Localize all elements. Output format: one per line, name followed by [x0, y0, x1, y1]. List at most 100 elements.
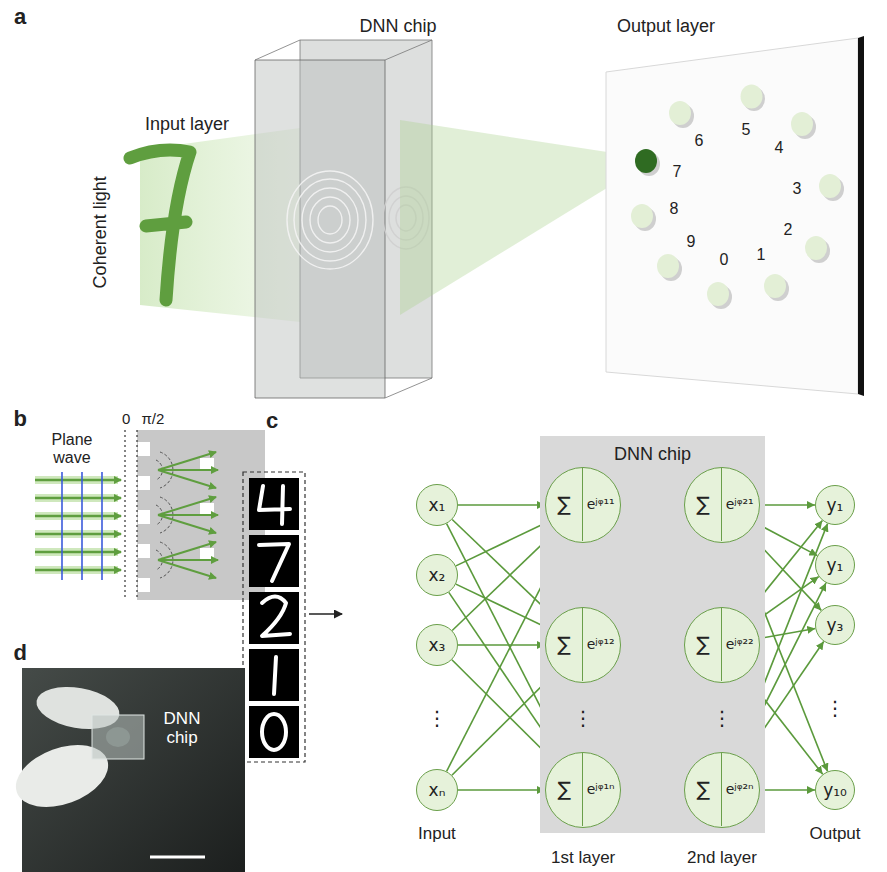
input-set-frame: [243, 472, 305, 762]
weight-connector: [458, 789, 545, 791]
text-label: DNN chip: [158, 709, 206, 748]
diffracted-rays: [158, 452, 218, 578]
phase-factor: eʲᵠ²¹: [726, 496, 754, 512]
band-title: DNN chip: [540, 436, 765, 465]
io-label: y₁₀: [823, 781, 847, 800]
weight-connector: [760, 789, 815, 791]
weight-connector: [760, 629, 816, 639]
neuron-node: ∑ eʲᵠ¹²: [545, 607, 621, 683]
io-label: y₁: [827, 556, 844, 575]
chip-band: DNN chip ∑ eʲᵠ¹¹ ∑ eʲᵠ¹² ∑ eʲᵠ¹ⁿ ∑ eʲᵠ²¹ ∑ eʲᵠ²² ∑ e…: [540, 436, 765, 833]
text-label: Plane wave: [42, 431, 102, 468]
plate-edge: [858, 36, 864, 396]
text-label: 8: [670, 200, 679, 218]
phase-term: eʲᵠ²ⁿ: [726, 781, 754, 797]
text-label: 4: [775, 139, 784, 157]
text-label: 0: [122, 410, 130, 427]
phase-term: eʲᵠ¹¹: [587, 496, 615, 512]
neuron-node: ∑ eʲᵠ¹ⁿ: [545, 752, 621, 828]
photo-chip: [92, 715, 144, 759]
output-plate: [606, 38, 858, 394]
neuron-node: ∑ eʲᵠ²¹: [684, 467, 760, 543]
text-label: 7: [673, 163, 682, 181]
neuron-node: ∑ eʲᵠ²ⁿ: [684, 752, 760, 828]
input-digit: [130, 150, 190, 300]
photo-chip-pattern: [106, 727, 130, 747]
weight-connector: [456, 584, 549, 628]
panel-letter: c: [266, 408, 278, 433]
io-node: y₃: [815, 605, 855, 645]
text-label: ⋮: [712, 707, 732, 730]
neuron-node: ∑ eʲᵠ¹¹: [545, 467, 621, 543]
phase-factor: eʲᵠ¹²: [587, 636, 615, 652]
text-label: 5: [742, 121, 751, 139]
sum-symbol: ∑: [696, 492, 709, 516]
io-node: x₃: [416, 624, 458, 666]
chip-front: [255, 60, 385, 398]
text-label: 0: [720, 251, 729, 269]
metasurface: [137, 430, 265, 600]
io-label: x₃: [429, 636, 446, 655]
io-label: y₃: [827, 616, 844, 635]
neuron-divider: [582, 468, 584, 541]
text-label: 9: [687, 233, 696, 251]
io-label: x₁: [429, 496, 446, 515]
weight-connector: [458, 504, 545, 506]
text-label: 2nd layer: [687, 848, 757, 868]
sum-symbol: ∑: [557, 632, 570, 656]
mnist-digits: [259, 486, 290, 750]
text-label: Input layer: [145, 114, 229, 135]
io-label: y₁: [827, 496, 844, 515]
panel-letter: a: [14, 4, 26, 29]
text-label: π/2: [142, 410, 165, 427]
io-node: y₁: [815, 545, 855, 585]
text-label: DNN chip: [360, 16, 437, 37]
weight-connector: [760, 504, 815, 506]
band-label: DNN chip: [540, 444, 765, 465]
text-label: ⋮: [573, 707, 593, 730]
mnist-tiles: [249, 478, 299, 758]
text-label: ⋮: [825, 697, 845, 720]
neuron-divider: [721, 608, 723, 681]
io-node: xₙ: [416, 769, 458, 811]
input-arrow: [309, 613, 342, 615]
weight-connector: [458, 644, 545, 646]
wave-glow: [35, 480, 118, 570]
io-node: y₁: [815, 485, 855, 525]
plane-wave-rays: [35, 480, 121, 570]
sum-symbol: ∑: [557, 492, 570, 516]
phase-term: eʲᵠ²¹: [726, 496, 754, 512]
io-node: y₁₀: [815, 770, 855, 810]
sum-symbol: ∑: [557, 777, 570, 801]
text-label: 3: [793, 180, 802, 198]
detectors: [631, 85, 844, 310]
io-node: x₂: [416, 554, 458, 596]
phase-factor: eʲᵠ²ⁿ: [726, 781, 754, 797]
io-label: xₙ: [429, 781, 446, 800]
phase-factor: eʲᵠ²²: [726, 636, 754, 652]
chip-pattern: [287, 171, 373, 269]
text-label: 1: [757, 246, 766, 264]
text-label: 1st layer: [551, 848, 615, 868]
neuron-divider: [582, 753, 584, 826]
text-label: Input: [418, 824, 456, 844]
text-label: Output: [810, 824, 861, 844]
neuron-divider: [721, 468, 723, 541]
scale-bar: [150, 856, 205, 859]
neuron-node: ∑ eʲᵠ²²: [684, 607, 760, 683]
neuron-divider: [721, 753, 723, 826]
phase-term: eʲᵠ²²: [726, 636, 754, 652]
wavefronts: [62, 472, 102, 580]
text-label: 2: [784, 221, 793, 239]
io-label: x₂: [429, 566, 446, 585]
sum-symbol: ∑: [696, 777, 709, 801]
text-label: Output layer: [617, 16, 715, 37]
io-node: x₁: [416, 484, 458, 526]
phase-term: eʲᵠ¹²: [587, 636, 615, 652]
panel-letter: d: [14, 640, 27, 665]
neuron-divider: [582, 608, 584, 681]
sum-symbol: ∑: [696, 632, 709, 656]
phase-term: eʲᵠ¹ⁿ: [587, 781, 615, 797]
weight-connector: [456, 522, 549, 566]
